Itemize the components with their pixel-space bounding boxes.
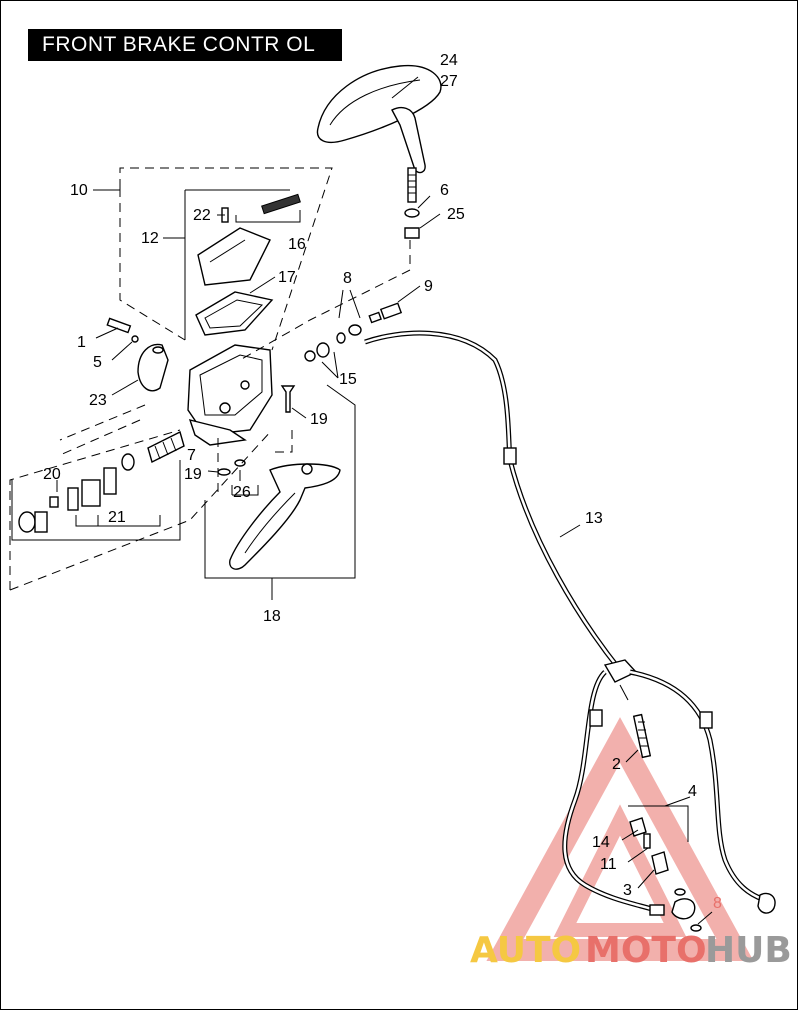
callout-12: 12	[141, 230, 159, 247]
callout-27: 27	[440, 73, 458, 90]
kit-outline-10	[119, 167, 333, 351]
callout-7: 7	[187, 447, 196, 464]
master-cylinder-icon	[187, 344, 273, 446]
callout-3: 3	[623, 882, 632, 899]
leader-lines	[56, 76, 713, 925]
callout-10: 10	[70, 182, 88, 199]
callout-18: 18	[263, 608, 281, 625]
callout-labels: 24 27 6 25 10 12 22 16 17 8 9 1 5 15 23 …	[43, 52, 722, 912]
callout-16: 16	[288, 236, 306, 253]
brake-lever-icon	[229, 463, 341, 570]
callout-9: 9	[424, 278, 433, 295]
bleeder-valve-icon	[629, 817, 702, 932]
watermark-text: AUTO MOTO HUB	[470, 930, 792, 971]
piston-assembly-icon	[18, 430, 185, 533]
mirror-icon	[316, 64, 442, 239]
callout-1: 1	[77, 334, 86, 351]
callout-20: 20	[43, 466, 61, 483]
callout-6: 6	[440, 182, 449, 199]
callout-22: 22	[193, 207, 211, 224]
brake-hose-icon	[364, 330, 776, 920]
callout-5: 5	[93, 354, 102, 371]
page-title: FRONT BRAKE CONTR OL	[28, 29, 342, 61]
mount-bolt-icon	[619, 684, 652, 759]
callout-19-lower: 19	[184, 466, 202, 483]
callout-14: 14	[592, 834, 610, 851]
callout-17: 17	[278, 269, 296, 286]
callout-13: 13	[585, 510, 603, 527]
callout-8-lower: 8	[713, 895, 722, 912]
callout-24: 24	[440, 52, 458, 69]
callout-23: 23	[89, 392, 107, 409]
callout-25: 25	[447, 206, 465, 223]
callout-2: 2	[612, 756, 621, 773]
callout-21: 21	[108, 509, 126, 526]
reservoir-cover-icon	[195, 193, 301, 336]
clamp-icon	[106, 317, 169, 392]
callout-11: 11	[600, 856, 617, 873]
pivot-pin-icon	[217, 385, 296, 476]
watermark-moto: MOTO	[585, 930, 707, 971]
callout-4: 4	[688, 783, 697, 800]
watermark-auto: AUTO	[470, 930, 581, 971]
watermark-hub: HUB	[705, 930, 792, 971]
callout-19-upper: 19	[310, 411, 328, 428]
callout-26: 26	[233, 484, 251, 501]
banjo-bolt-icon	[304, 302, 403, 362]
callout-8-upper: 8	[343, 270, 352, 287]
callout-15: 15	[339, 371, 357, 388]
